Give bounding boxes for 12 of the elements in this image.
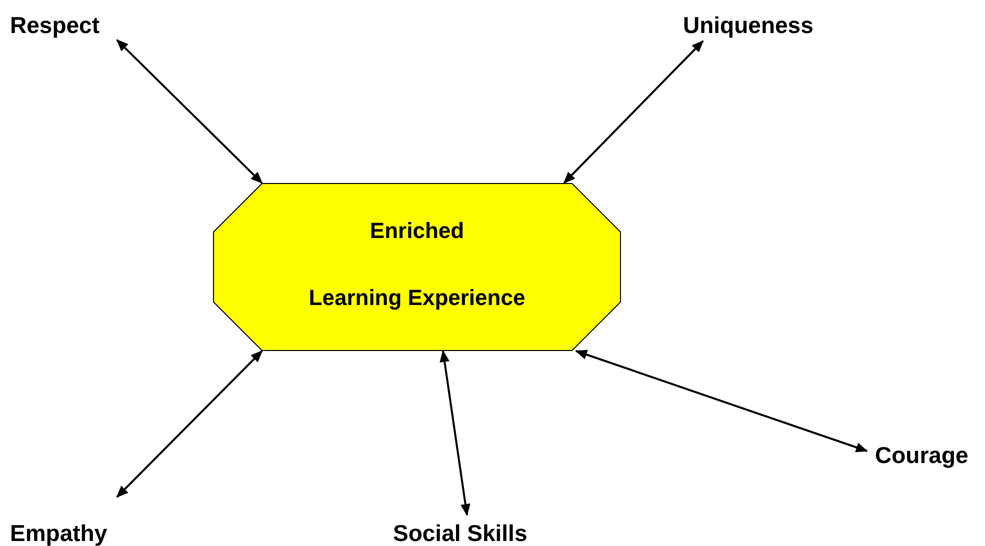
concept-label: Social Skills xyxy=(393,522,528,545)
double-arrow xyxy=(440,350,470,516)
node-text: Learning Experience xyxy=(308,287,526,309)
concept-label: Respect xyxy=(10,14,100,37)
double-arrow xyxy=(116,350,263,498)
double-arrow xyxy=(116,39,263,184)
double-arrow xyxy=(563,40,704,184)
double-arrow xyxy=(575,350,868,452)
concept-label: Courage xyxy=(875,444,968,467)
concept-label: Empathy xyxy=(10,522,108,545)
node-text: Enriched xyxy=(370,220,464,242)
concept-label: Uniqueness xyxy=(683,14,814,37)
